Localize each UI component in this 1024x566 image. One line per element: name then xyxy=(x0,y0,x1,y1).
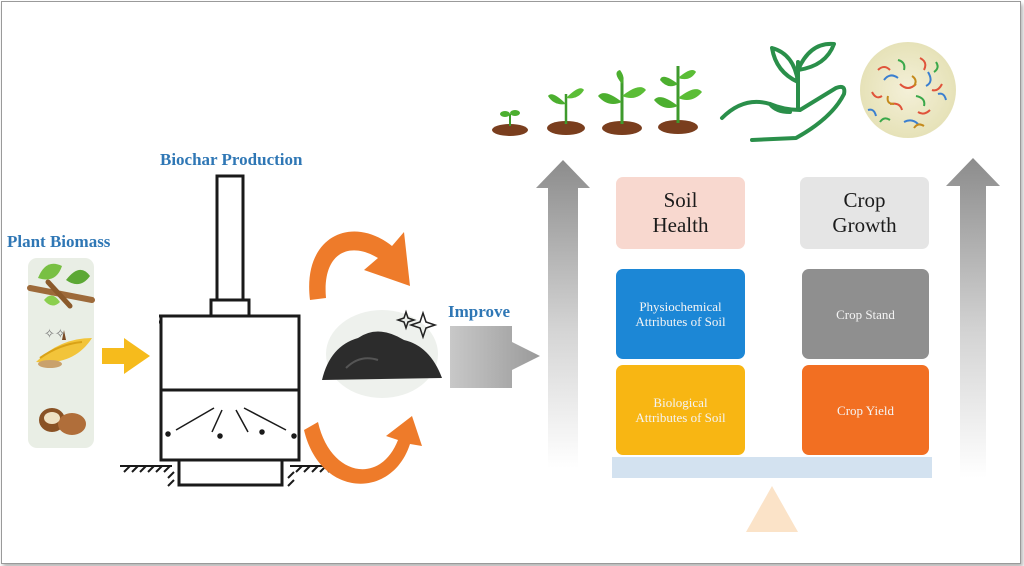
curved-arrows xyxy=(304,231,422,484)
crop-growth-label: Crop Growth xyxy=(832,188,897,237)
improve-arrow xyxy=(450,326,540,388)
biological-attributes-label: Biological Attributes of Soil xyxy=(635,395,726,425)
balance-beam xyxy=(612,457,932,478)
crop-yield-box: Crop Yield xyxy=(802,365,929,455)
plant-biomass-label: Plant Biomass xyxy=(7,232,111,251)
crop-yield-label: Crop Yield xyxy=(837,402,894,418)
kiln-flow-arrows xyxy=(165,407,297,439)
right-growth-arrow xyxy=(946,158,1000,478)
feed-arrow xyxy=(102,338,150,374)
biochar-production-label: Biochar Production xyxy=(160,150,303,169)
hand-with-plant-icon xyxy=(720,41,847,142)
crop-stand-box: Crop Stand xyxy=(802,269,929,359)
crop-growth-box: Crop Growth xyxy=(800,177,929,249)
soil-health-box: Soil Health xyxy=(616,177,745,249)
physiochemical-attributes-box: Physiochemical Attributes of Soil xyxy=(616,269,745,359)
svg-text:✧✧: ✧✧ xyxy=(44,326,66,341)
soil-health-label: Soil Health xyxy=(652,188,709,237)
improve-label: Improve xyxy=(448,302,511,321)
biochar-pile-icon xyxy=(322,309,442,398)
left-growth-arrow xyxy=(536,160,590,468)
soil-microbes-icon xyxy=(860,42,956,138)
fulcrum xyxy=(746,486,798,532)
crop-stand-label: Crop Stand xyxy=(836,306,895,322)
corn-cob-icon: ✧✧ xyxy=(36,326,92,368)
biological-attributes-box: Biological Attributes of Soil xyxy=(616,365,745,455)
coconut-icon xyxy=(39,408,86,435)
physiochemical-attributes-label: Physiochemical Attributes of Soil xyxy=(635,299,726,329)
sprout-stage-icons xyxy=(492,66,702,136)
leaf-branch-icon xyxy=(27,263,95,309)
kiln xyxy=(159,174,301,487)
